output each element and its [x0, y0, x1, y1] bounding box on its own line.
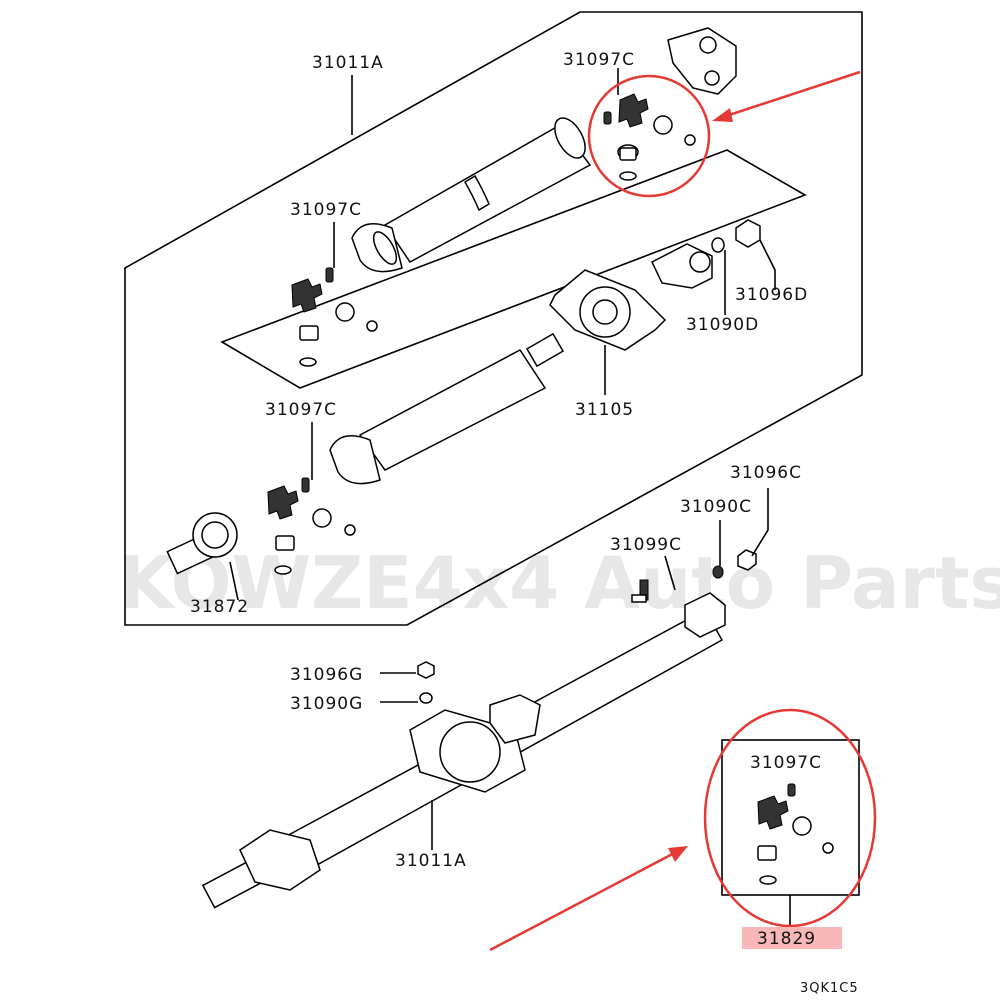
label-31097C-lower: 31097C: [265, 400, 337, 420]
label-diagram-code: 3QK1C5: [800, 981, 859, 996]
highlight-circle-top: [587, 74, 711, 198]
flange-yoke-top: [667, 27, 737, 95]
end-bearing: [166, 512, 238, 575]
ujoint-kit-lower: [267, 477, 356, 575]
label-31011A-bottom: 31011A: [395, 851, 467, 871]
upper-shaft: [351, 117, 592, 273]
label-31011A-top: 31011A: [312, 53, 384, 73]
label-31872: 31872: [190, 597, 249, 617]
label-31097C-mid: 31097C: [290, 200, 362, 220]
leader-lines: [229, 68, 791, 925]
label-31105: 31105: [575, 400, 634, 420]
nut-washer-top: [711, 219, 761, 253]
label-31096G: 31096G: [290, 665, 363, 685]
red-arrow-top: [712, 70, 861, 122]
label-31096C: 31096C: [730, 463, 802, 483]
watermark: KOWZE4x4 Auto Parts: [118, 541, 1000, 625]
bottom-hardware: [417, 549, 757, 704]
red-arrow-bottom: [489, 846, 688, 952]
label-31099C: 31099C: [610, 535, 682, 555]
label-31096D: 31096D: [735, 285, 808, 305]
label-31097C-top-right: 31097C: [563, 50, 635, 70]
flange-yoke-mid: [651, 243, 713, 289]
label-31829: 31829: [757, 929, 816, 949]
label-31090C: 31090C: [680, 497, 752, 517]
label-31097C-kit: 31097C: [750, 753, 822, 773]
kit-number-highlight: [742, 927, 842, 949]
assembly-frame: [124, 11, 863, 626]
ujoint-kit-mid: [291, 267, 378, 367]
lower-shaft-upper-frame: [329, 332, 565, 485]
highlight-circle-bottom: [703, 708, 877, 928]
label-31090D: 31090D: [686, 315, 759, 335]
label-31090G: 31090G: [290, 694, 363, 714]
ujoint-kit-box: [757, 783, 834, 885]
bottom-shaft: [201, 592, 726, 909]
ujoint-subframe: [220, 149, 807, 389]
ujoint-kit-top: [603, 93, 696, 181]
center-bearing: [549, 269, 667, 351]
